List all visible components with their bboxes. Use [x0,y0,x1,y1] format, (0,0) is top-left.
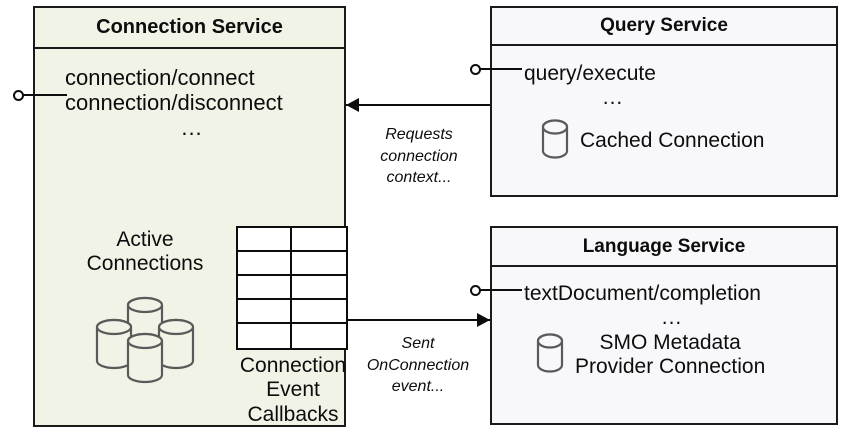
table-cell [292,300,346,324]
sent-label-line-3: event... [391,378,445,396]
connection-event-callbacks-table [236,226,348,350]
language-service-title: Language Service [492,228,836,267]
callbacks-line-3: Callbacks [247,402,339,426]
component-query-service[interactable]: Query Service query/execute ... [490,6,838,197]
language-service-provided-interface-icon[interactable] [470,283,522,299]
table-cell [292,252,346,276]
connection-service-ellipsis: ... [181,115,203,141]
table-cell [292,324,346,348]
query-service-datastore-label: Cached Connection [580,129,765,153]
callbacks-line-2: Event [266,378,320,402]
database-cylinder-cluster-icon [91,293,199,385]
endpoint-connection-connect: connection/connect [65,65,255,90]
database-cylinder-icon [540,118,570,165]
query-service-datastore: Cached Connection [540,118,764,165]
endpoint-query-execute: query/execute [524,62,656,85]
lollipop-stem [480,68,522,70]
arrow-requests-connection-context [346,104,490,106]
query-service-title: Query Service [492,8,836,46]
table-cell [238,228,292,252]
lollipop-stem [23,94,67,96]
arrow-head-right-icon [477,313,490,327]
query-service-provided-interface-icon[interactable] [470,62,522,78]
query-service-ellipsis: ... [602,85,624,109]
language-service-datastore-label: SMO Metadata Provider Connection [575,331,765,380]
language-service-datastore: SMO Metadata Provider Connection [535,331,765,380]
component-connection-service[interactable]: Connection Service connection/connect co… [33,6,348,427]
database-cylinder-icon [535,332,565,379]
table-cell [292,228,346,252]
query-service-body: query/execute ... [492,46,836,195]
arrow-label-requests-connection-context: Requests connection context... [353,124,485,189]
arrow-head-left-icon [346,98,359,112]
requests-label-line-1: Requests [385,126,453,143]
language-service-body: textDocument/completion ... [492,267,836,423]
table-cell [292,276,346,300]
callbacks-line-1: Connection [239,354,347,377]
table-cell [238,276,292,300]
endpoint-textdocument-completion: textDocument/completion [524,282,761,305]
connection-event-callbacks-label: Connection Event Callbacks [221,354,365,427]
connection-service-endpoints: connection/connect connection/disconnect… [65,65,319,141]
requests-label-line-3: context... [386,169,452,187]
table-cell [238,324,292,348]
query-service-endpoints: query/execute ... [524,62,702,109]
active-connections-label: Active Connections [73,228,217,277]
connection-service-provided-interface-icon[interactable] [13,88,67,104]
active-connections-line-1: Active [116,228,174,251]
component-language-service[interactable]: Language Service textDocument/completion… [490,226,838,425]
language-service-ellipsis: ... [661,305,683,329]
requests-label-line-2: connection [380,147,458,165]
sent-label-line-2: OnConnection [366,356,470,374]
active-connections-line-2: Connections [86,252,204,276]
language-datastore-line-1: SMO Metadata [599,331,741,354]
endpoint-connection-disconnect: connection/disconnect [65,89,283,115]
arrow-sent-onconnection-event [346,319,490,321]
arrow-label-sent-onconnection-event: Sent OnConnection event... [348,333,488,398]
connection-service-title: Connection Service [35,8,344,49]
language-service-endpoints: textDocument/completion ... [524,282,820,329]
table-cell [238,300,292,324]
language-datastore-line-2: Provider Connection [575,355,766,379]
lollipop-stem [480,289,522,291]
sent-label-line-1: Sent [401,335,435,352]
connection-service-body: connection/connect connection/disconnect… [35,49,348,426]
table-cell [238,252,292,276]
